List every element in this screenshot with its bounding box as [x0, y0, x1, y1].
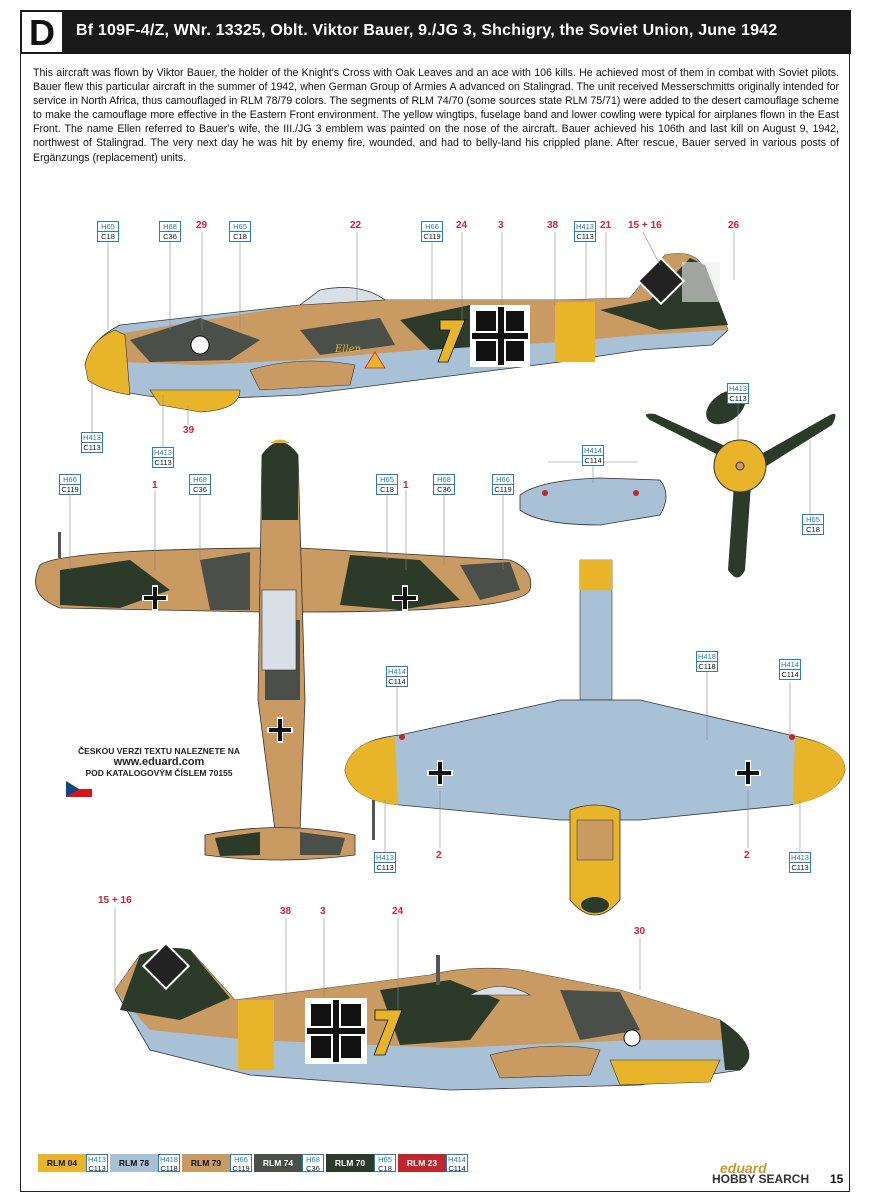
callout-15-16: 15 + 16	[98, 895, 132, 906]
profile-letter: D	[20, 10, 64, 54]
legend-swatch: RLM 79	[182, 1154, 230, 1172]
legend-h-code: H414	[448, 1155, 466, 1164]
callout-15-16: 15 + 16	[628, 220, 662, 231]
czech-flag-icon	[66, 781, 92, 797]
callout-3: 3	[320, 906, 326, 917]
czech-note-line1: ČESKOU VERZI TEXTU NALEZNETE NA	[78, 746, 240, 756]
eduard-url-link[interactable]: www.eduard.com	[113, 756, 205, 768]
legend-c-code: C18	[378, 1164, 392, 1173]
legend-swatch: RLM 70	[326, 1154, 374, 1172]
legend-c-code: C113	[88, 1164, 106, 1173]
propeller-view	[646, 390, 836, 578]
bottom-view	[344, 477, 846, 916]
profile-title: Bf 109F-4/Z, WNr. 13325, Oblt. Viktor Ba…	[76, 22, 778, 39]
legend-c-code: C118	[160, 1164, 178, 1173]
legend-swatch: RLM 78	[110, 1154, 158, 1172]
legend-h-code: H65	[378, 1155, 392, 1164]
legend-swatch: RLM 74	[254, 1154, 302, 1172]
ellen-name: Ellen	[334, 344, 361, 355]
legend-h-code: H68	[306, 1155, 320, 1164]
legend-c-code: C36	[306, 1164, 320, 1173]
callout-21: 21	[600, 220, 612, 231]
side-profile-left: Ellen	[84, 253, 729, 413]
callout-1: 1	[403, 480, 409, 491]
leader-lines	[69, 231, 811, 1010]
callout-1: 1	[152, 480, 158, 491]
legend-h-code: H413	[88, 1155, 106, 1164]
callout-2: 2	[744, 850, 750, 861]
callout-24: 24	[392, 906, 404, 917]
callout-2: 2	[436, 850, 442, 861]
callout-38: 38	[547, 220, 559, 231]
callout-3: 3	[498, 220, 504, 231]
legend-swatch: RLM 23	[398, 1154, 446, 1172]
legend-h-code: H66	[234, 1155, 248, 1164]
callout-22: 22	[350, 220, 362, 231]
legend-c-code: C114	[448, 1164, 466, 1173]
history-text: This aircraft was flown by Viktor Bauer,…	[33, 67, 839, 164]
eduard-logo: eduard	[720, 1160, 767, 1176]
czech-note-line3: POD KATALOGOVÝM ČÍSLEM 70155	[85, 768, 233, 778]
callout-30: 30	[634, 926, 646, 937]
page-number: 15	[830, 1172, 844, 1186]
czech-version-note: ČESKOU VERZI TEXTU NALEZNETE NA www.edua…	[44, 746, 274, 779]
callout-38: 38	[280, 906, 292, 917]
top-view	[35, 439, 532, 861]
callout-26: 26	[728, 220, 740, 231]
callout-24: 24	[456, 220, 468, 231]
legend-swatch: RLM 04	[38, 1154, 86, 1172]
profile-header: D Bf 109F-4/Z, WNr. 13325, Oblt. Viktor …	[20, 10, 851, 54]
callout-29: 29	[196, 220, 208, 231]
hobby-search-watermark: HOBBY SEARCH	[712, 1172, 810, 1186]
side-profile-right	[114, 941, 750, 1091]
legend-h-code: H418	[160, 1155, 178, 1164]
legend-c-code: C119	[232, 1164, 250, 1173]
callout-39: 39	[183, 425, 195, 436]
